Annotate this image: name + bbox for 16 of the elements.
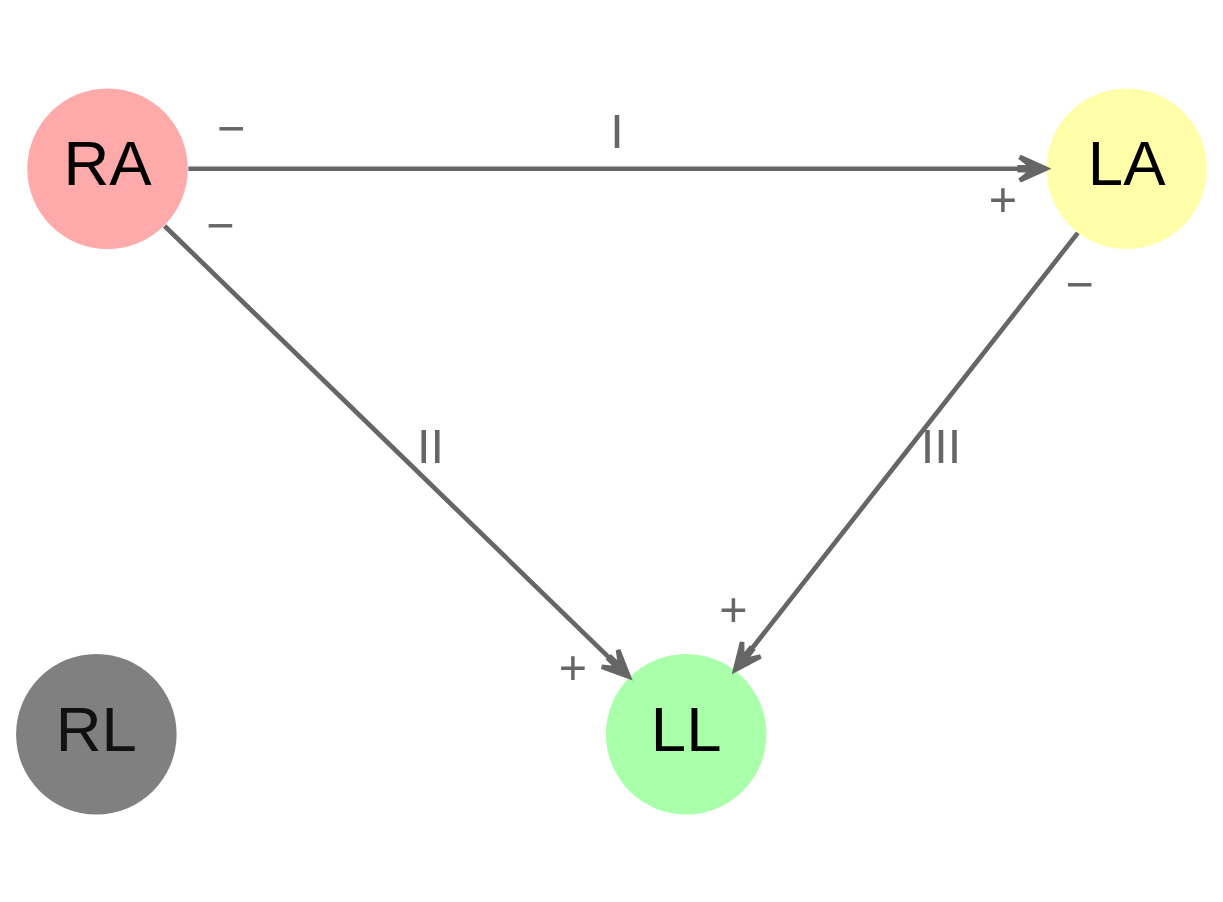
node-label: − xyxy=(217,100,246,154)
node-label: − xyxy=(1065,256,1094,311)
node-circle: LL xyxy=(605,653,767,815)
node-label: + xyxy=(719,581,748,636)
node-circle: LA xyxy=(1046,87,1207,249)
arrow xyxy=(188,154,1049,183)
node-circle: RL xyxy=(16,653,177,815)
edge-label: III xyxy=(920,418,962,473)
node-label: − xyxy=(206,197,235,252)
arrow xyxy=(162,223,631,679)
arrow xyxy=(732,230,1080,672)
node-label: + xyxy=(558,639,587,694)
edge-label: II xyxy=(416,418,444,473)
node-label: + xyxy=(988,171,1018,226)
edge-label: I xyxy=(610,103,624,158)
node-circle: RA xyxy=(27,87,188,249)
